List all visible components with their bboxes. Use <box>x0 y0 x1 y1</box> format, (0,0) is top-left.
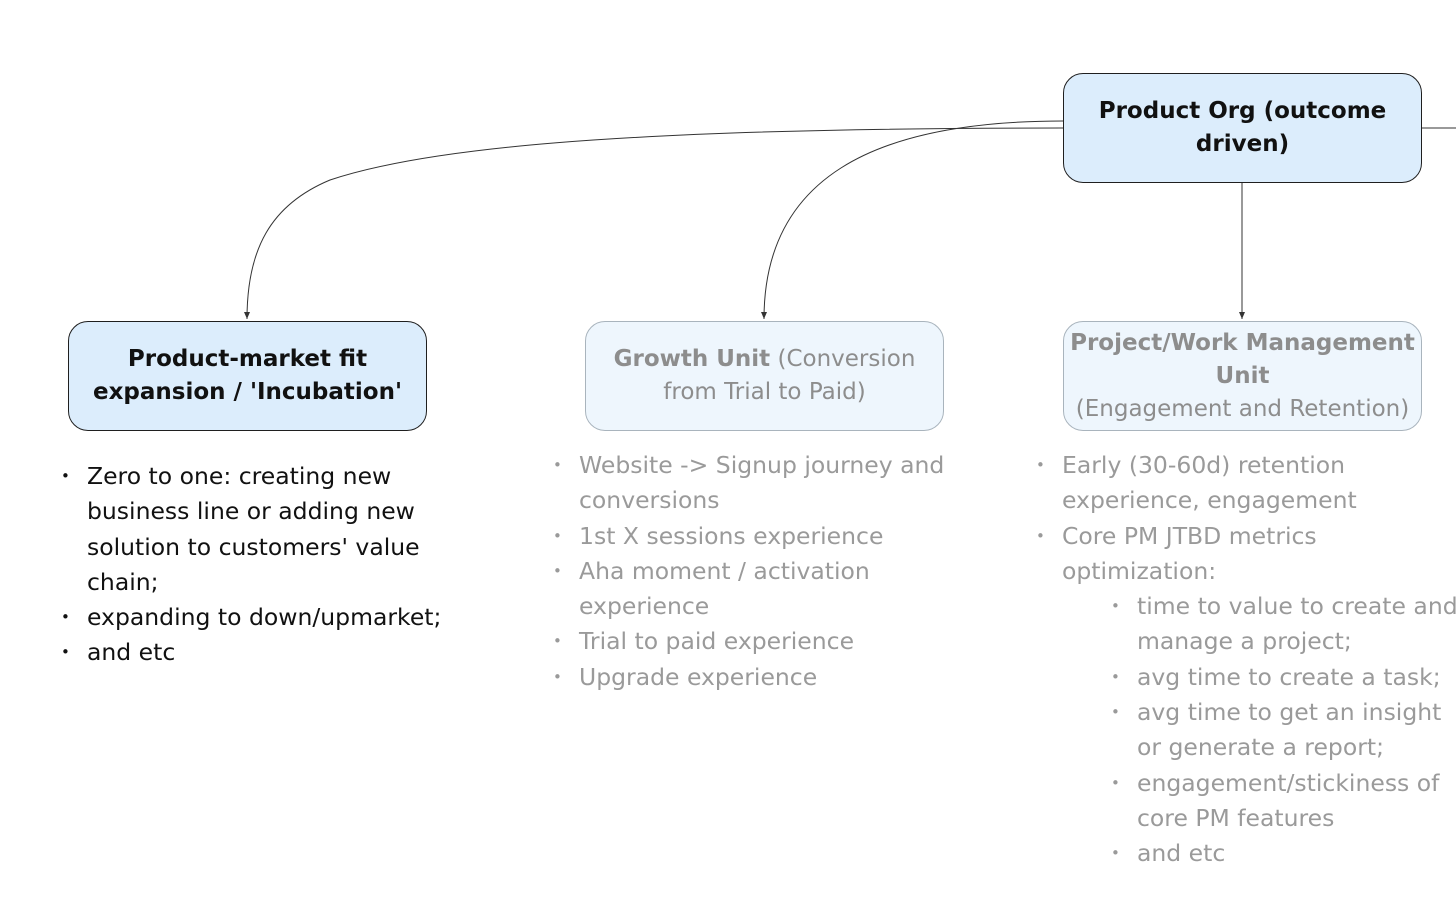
list-item: and etc <box>61 635 461 671</box>
sub-list-item: and etc <box>1036 836 1456 872</box>
pmf-bullet-list: Zero to one: creating new business line … <box>61 459 461 671</box>
list-item: Aha moment / activation experience <box>553 554 953 625</box>
connector-root-to-pmf <box>244 127 1064 320</box>
pwm-bullet-list: Early (30-60d) retention experience, eng… <box>1036 448 1456 872</box>
list-item: 1st X sessions experience <box>553 519 953 555</box>
root-node-label: Product Org (outcome driven) <box>1098 98 1387 157</box>
root-node[interactable]: Product Org (outcome driven) <box>1063 73 1422 183</box>
growth-node-text: Growth Unit (Conversion from Trial to Pa… <box>586 343 943 409</box>
sub-list-item: time to value to create and manage a pro… <box>1036 589 1456 660</box>
pwm-unit-node[interactable]: Project/Work Management Unit (Engagement… <box>1063 321 1422 431</box>
growth-bullet-list: Website -> Signup journey and conversion… <box>553 448 953 695</box>
pwm-node-subtitle: (Engagement and Retention) <box>1075 395 1410 422</box>
list-item: Website -> Signup journey and conversion… <box>553 448 953 519</box>
list-item: Early (30-60d) retention experience, eng… <box>1036 448 1456 519</box>
pmf-node-title: Product-market fit expansion / 'Incubati… <box>92 346 403 405</box>
list-item: Upgrade experience <box>553 660 953 696</box>
growth-node-subtitle: (Conversion from Trial to Paid) <box>663 346 916 405</box>
sub-list-item: avg time to create a task; <box>1036 660 1456 696</box>
sub-list-item: avg time to get an insight or generate a… <box>1036 695 1456 766</box>
growth-unit-node[interactable]: Growth Unit (Conversion from Trial to Pa… <box>585 321 944 431</box>
list-item: Zero to one: creating new business line … <box>61 459 461 600</box>
growth-node-title: Growth Unit <box>613 346 771 372</box>
sub-list-item: engagement/stickiness of core PM feature… <box>1036 766 1456 837</box>
pmf-incubation-node[interactable]: Product-market fit expansion / 'Incubati… <box>68 321 427 431</box>
list-item: Trial to paid experience <box>553 624 953 660</box>
pwm-node-title: Project/Work Management Unit <box>1070 329 1415 389</box>
connector-root-to-growth <box>761 120 1064 320</box>
list-item: expanding to down/upmarket; <box>61 600 461 636</box>
list-item: Core PM JTBD metrics optimization: <box>1036 519 1456 590</box>
